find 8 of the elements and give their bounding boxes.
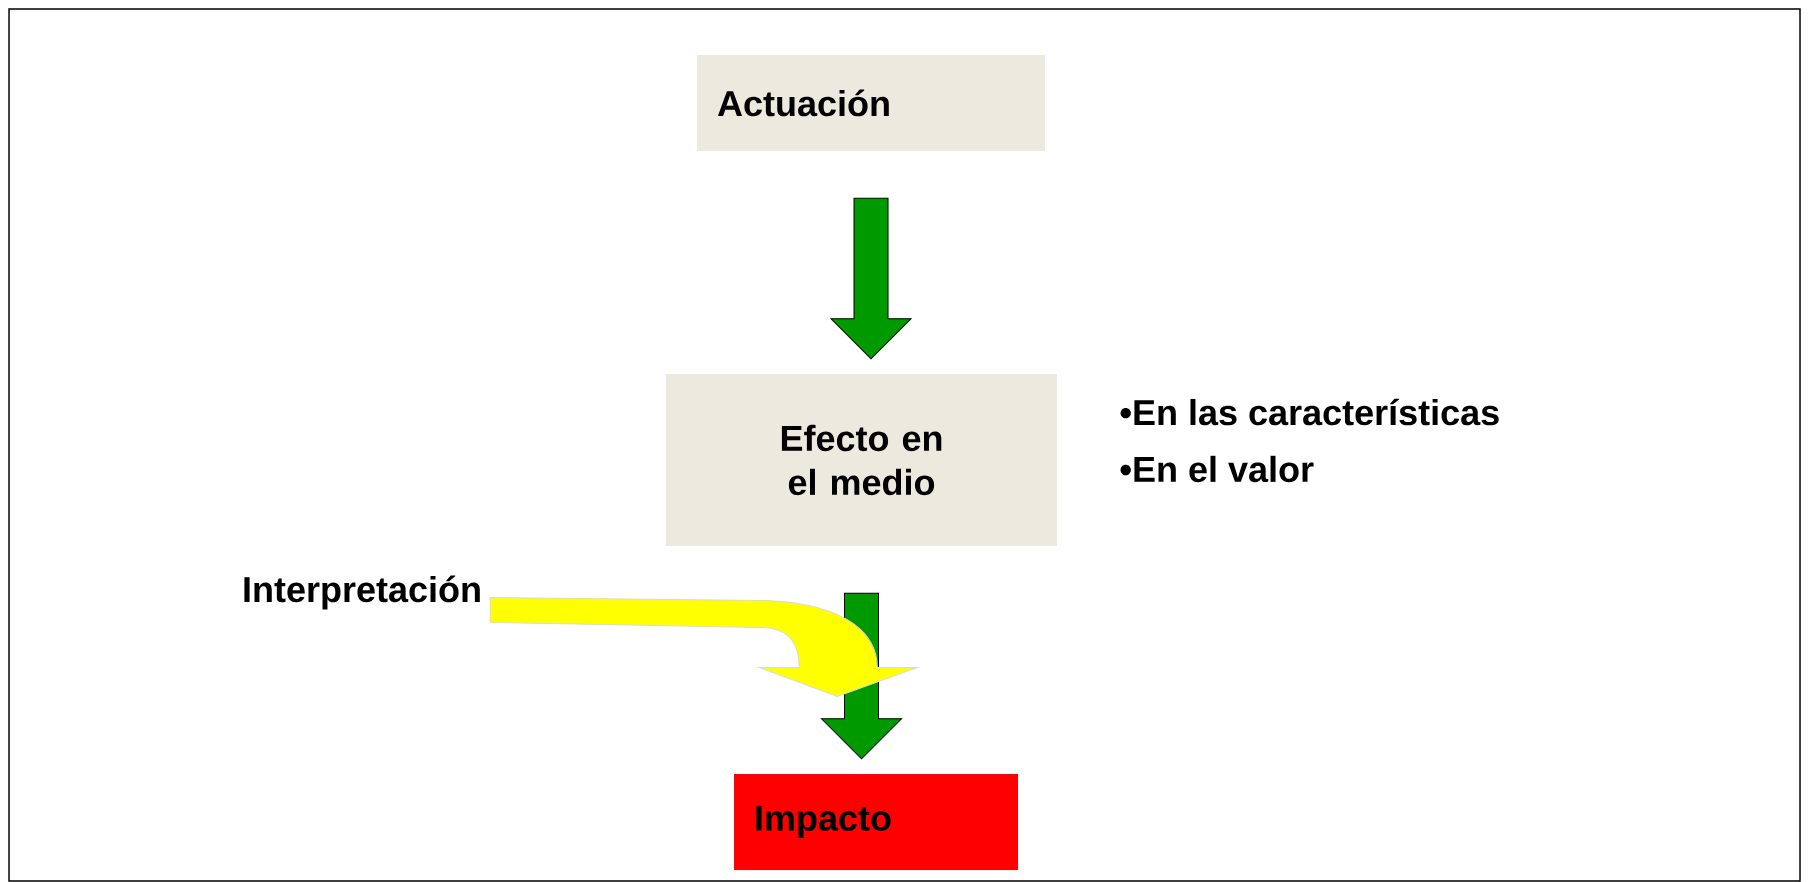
curved-arrow xyxy=(489,597,918,697)
block-arrow xyxy=(830,197,912,360)
process-box: Impacto xyxy=(734,774,1018,870)
process-box: Efecto en el medio xyxy=(666,374,1057,546)
bullet-text: •En el valor xyxy=(1120,455,1314,483)
bullet-text: •En las características xyxy=(1120,398,1499,426)
process-box: Actuación xyxy=(697,55,1045,151)
text-label: Interpretación xyxy=(244,575,480,610)
